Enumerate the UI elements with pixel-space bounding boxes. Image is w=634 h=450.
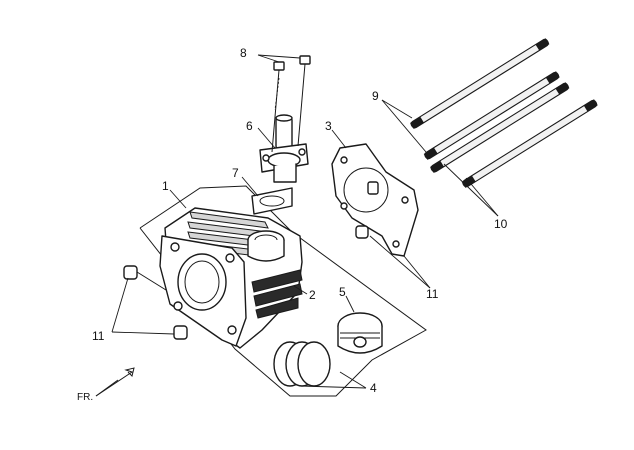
tensioner-gasket [251, 187, 293, 215]
callout-8: 8 [240, 46, 247, 60]
callout-7: 7 [232, 166, 239, 180]
callout-11-left: 11 [92, 329, 105, 343]
callout-10: 10 [494, 217, 508, 231]
callout-4: 4 [370, 381, 377, 395]
cylinder-studs [410, 38, 598, 188]
callout-11-right: 11 [426, 287, 439, 301]
tensioner-bolts [271, 55, 311, 153]
callout-6: 6 [246, 119, 253, 133]
callout-5: 5 [339, 285, 346, 299]
front-direction-indicator: FR. [77, 367, 135, 403]
callout-9: 9 [372, 89, 379, 103]
cam-chain-tensioner [259, 114, 309, 183]
callout-2: 2 [309, 288, 316, 302]
dowel-pins [123, 225, 369, 340]
callout-3: 3 [325, 119, 332, 133]
callout-1: 1 [162, 179, 169, 193]
direction-label: FR. [77, 392, 93, 403]
cylinder-block [159, 207, 303, 349]
piston [337, 312, 383, 354]
piston-rings [273, 341, 331, 387]
callout-labels: 8 6 7 1 3 2 5 4 9 10 11 11 [92, 46, 508, 395]
cylinder-base-gasket [331, 143, 419, 257]
leader-lines [111, 54, 499, 389]
cylinder-assembly-frame [139, 185, 427, 397]
